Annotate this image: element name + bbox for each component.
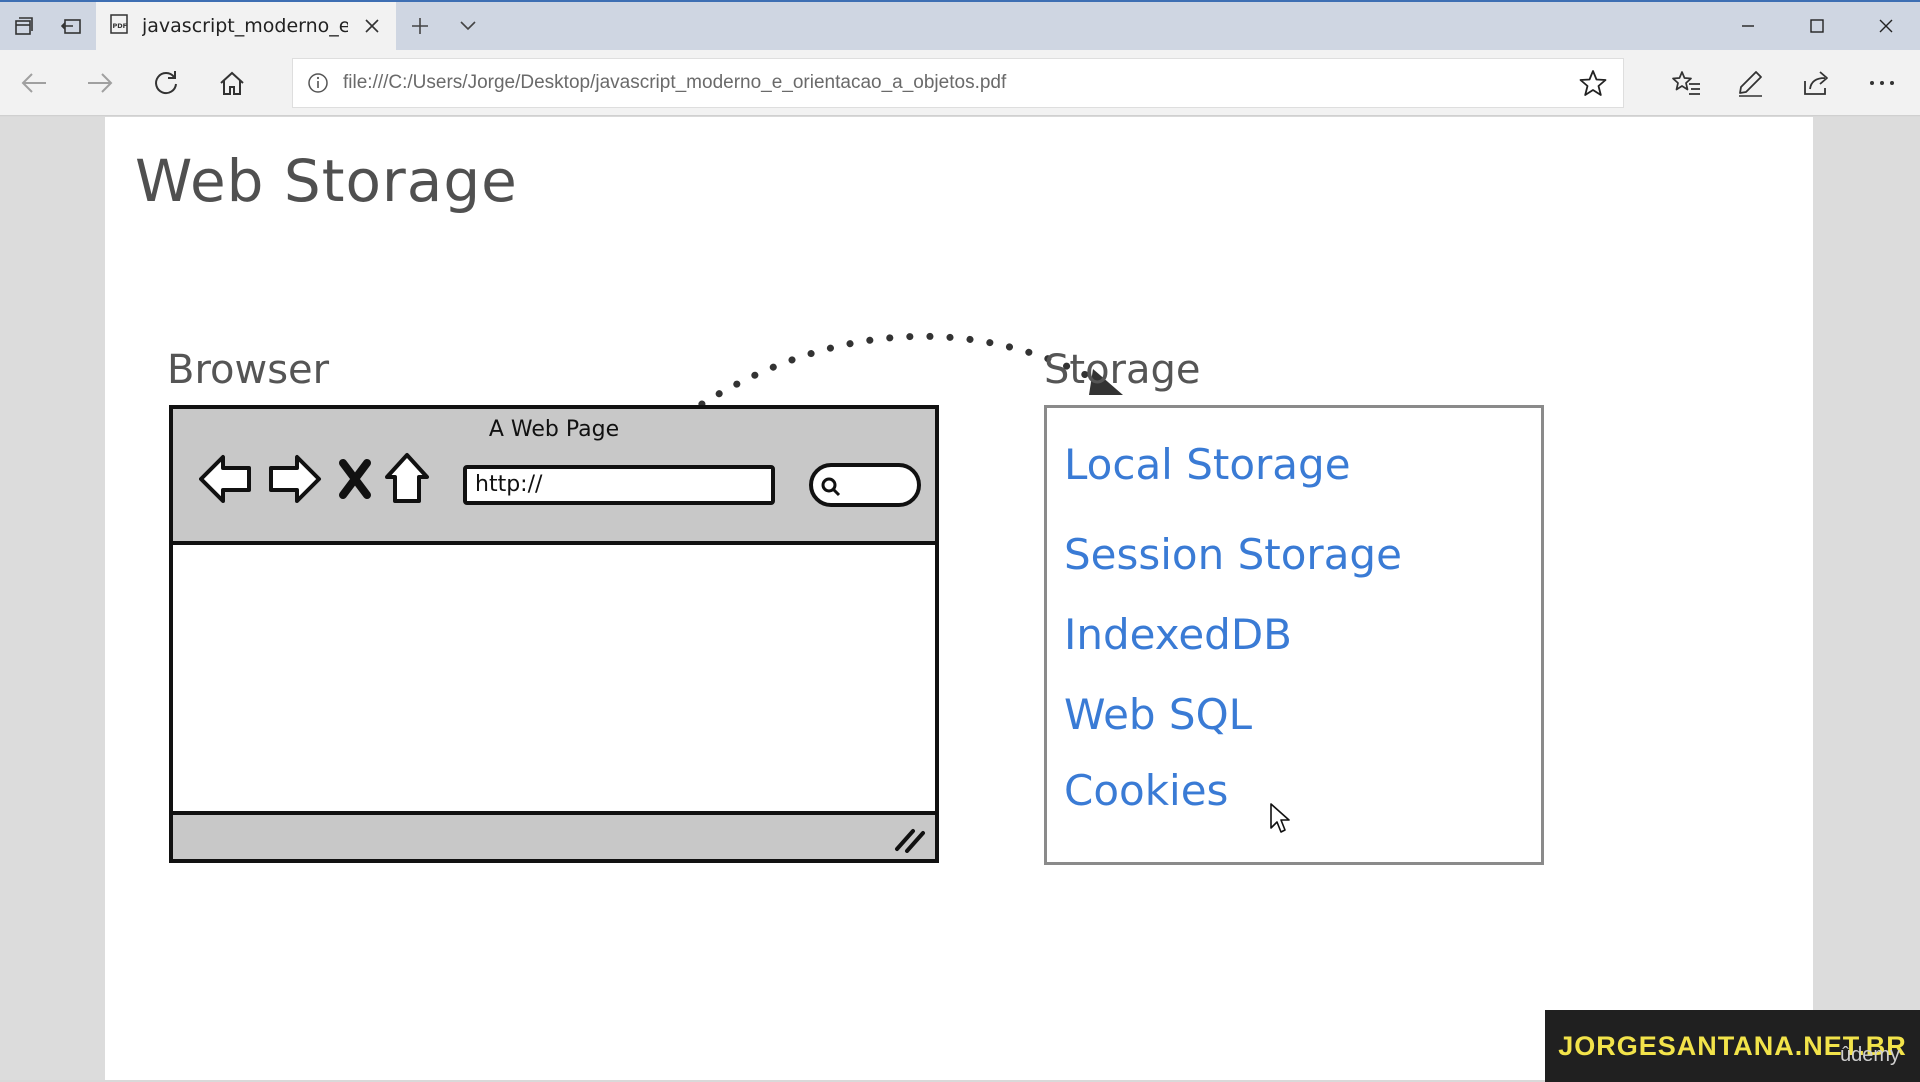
mockup-url-field: http:// <box>463 465 775 505</box>
pdf-viewport[interactable]: Web Storage Browser Storage A Web Page <box>0 117 1920 1082</box>
set-aside-icon[interactable] <box>48 2 96 50</box>
browser-mockup: A Web Page http:// <box>169 405 939 863</box>
refresh-icon[interactable] <box>136 50 196 116</box>
site-watermark-text: JORGESANTANA.NET.BR <box>1558 1030 1907 1061</box>
info-icon[interactable] <box>293 72 343 94</box>
mockup-search-icon <box>821 477 841 497</box>
minimize-icon[interactable] <box>1713 2 1782 50</box>
mockup-toolbar: A Web Page http:// <box>173 409 935 545</box>
mockup-page-title: A Web Page <box>488 417 620 442</box>
share-icon[interactable] <box>1786 50 1846 116</box>
tab-bar: PDF javascript_moderno_e_c <box>0 0 1920 50</box>
mockup-search-field <box>809 463 921 507</box>
tab-drag-area[interactable] <box>492 2 1713 50</box>
mockup-forward-icon <box>269 455 321 503</box>
storage-label: Storage <box>1044 347 1201 393</box>
star-icon[interactable] <box>1563 69 1623 97</box>
slide-title: Web Storage <box>135 147 518 215</box>
navigation-bar: file:///C:/Users/Jorge/Desktop/javascrip… <box>0 50 1920 116</box>
close-window-icon[interactable] <box>1851 2 1920 50</box>
maximize-icon[interactable] <box>1782 2 1851 50</box>
chevron-down-icon[interactable] <box>444 2 492 50</box>
address-url[interactable]: file:///C:/Users/Jorge/Desktop/javascrip… <box>343 72 1007 93</box>
mockup-back-icon <box>199 455 251 503</box>
browser-label: Browser <box>167 347 330 393</box>
udemy-watermark: ûdemy <box>1840 1044 1901 1066</box>
mouse-cursor-icon <box>1270 803 1290 833</box>
close-icon[interactable] <box>360 14 384 38</box>
svg-text:PDF: PDF <box>113 22 128 30</box>
tab-title: javascript_moderno_e_c <box>142 15 348 37</box>
home-icon[interactable] <box>202 50 262 116</box>
dotted-arrow-icon <box>681 332 1123 419</box>
mockup-stop-icon <box>339 459 371 499</box>
mockup-home-icon <box>385 453 429 503</box>
mockup-status-bar <box>173 811 935 859</box>
active-tab[interactable]: PDF javascript_moderno_e_c <box>96 2 396 50</box>
back-icon[interactable] <box>4 50 64 116</box>
storage-item-cookies: Cookies <box>1064 766 1229 815</box>
address-bar[interactable]: file:///C:/Users/Jorge/Desktop/javascrip… <box>292 58 1624 108</box>
pdf-page: Web Storage Browser Storage A Web Page <box>105 117 1813 1080</box>
tab-preview-icon[interactable] <box>0 2 48 50</box>
storage-item-web-sql: Web SQL <box>1064 690 1253 739</box>
site-watermark: JORGESANTANA.NET.BR <box>1545 1010 1920 1082</box>
pen-icon[interactable] <box>1720 50 1780 116</box>
storage-list: Local Storage Session Storage IndexedDB … <box>1044 405 1544 865</box>
pdf-icon: PDF <box>108 13 130 39</box>
storage-item-indexeddb: IndexedDB <box>1064 610 1292 659</box>
favorites-icon[interactable] <box>1656 50 1716 116</box>
storage-item-local-storage: Local Storage <box>1064 440 1351 489</box>
storage-item-session-storage: Session Storage <box>1064 530 1402 579</box>
plus-icon[interactable] <box>396 2 444 50</box>
mockup-nav-icons <box>199 453 429 503</box>
forward-icon[interactable] <box>70 50 130 116</box>
more-icon[interactable] <box>1852 50 1912 116</box>
resize-grip-icon <box>895 829 925 853</box>
